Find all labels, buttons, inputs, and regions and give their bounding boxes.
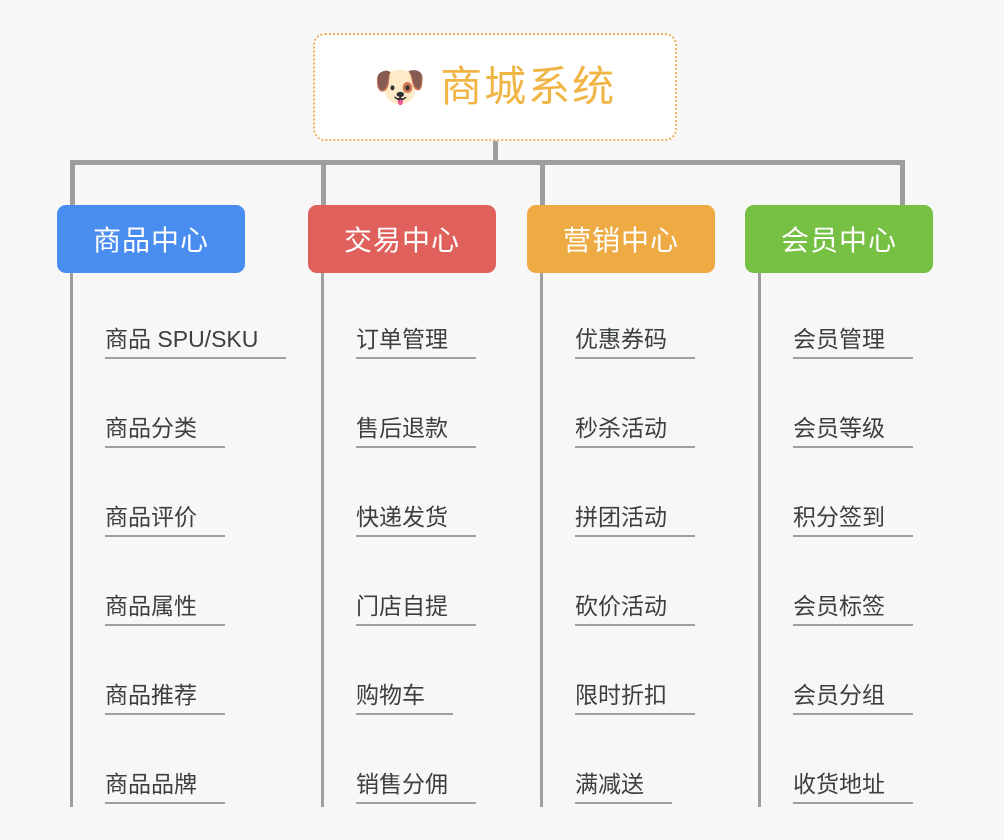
connector-drop-trade-center (321, 160, 326, 205)
list-item[interactable]: 会员标签 (761, 540, 933, 629)
list-item[interactable]: 销售分佣 (324, 718, 496, 807)
list-item[interactable]: 收货地址 (761, 718, 933, 807)
leaf-label: 售后退款 (356, 415, 476, 448)
leaf-label: 商品品牌 (105, 771, 225, 804)
leaf-label: 秒杀活动 (575, 415, 695, 448)
list-item[interactable]: 购物车 (324, 629, 496, 718)
list-item[interactable]: 限时折扣 (543, 629, 715, 718)
list-item[interactable]: 商品评价 (73, 451, 245, 540)
leaf-label: 门店自提 (356, 593, 476, 626)
leaf-label: 优惠券码 (575, 326, 695, 359)
leaf-label: 会员等级 (793, 415, 913, 448)
leaf-label: 会员分组 (793, 682, 913, 715)
leaf-label: 快递发货 (356, 504, 476, 537)
root-node-title: 商城系统 (440, 63, 617, 110)
dog-face-icon: 🐶 (373, 63, 427, 110)
category-header-marketing-center[interactable]: 营销中心 (527, 205, 715, 273)
category-title: 商品中心 (92, 225, 209, 256)
leaf-label: 销售分佣 (356, 771, 476, 804)
branch-member-center: 会员中心 会员管理 会员等级 积分签到 会员标签 会员分组 收货地址 (745, 205, 933, 807)
list-item[interactable]: 积分签到 (761, 451, 933, 540)
category-header-product-center[interactable]: 商品中心 (57, 205, 245, 273)
branch-marketing-center: 营销中心 优惠券码 秒杀活动 拼团活动 砍价活动 限时折扣 满减送 (527, 205, 715, 807)
leaf-label: 商品属性 (105, 593, 225, 626)
list-item[interactable]: 商品 SPU/SKU (73, 273, 287, 362)
branch-product-center: 商品中心 商品 SPU/SKU 商品分类 商品评价 商品属性 商品推荐 商品品牌 (57, 205, 287, 807)
connector-horizontal-bar (70, 160, 905, 165)
leaf-list-product-center: 商品 SPU/SKU 商品分类 商品评价 商品属性 商品推荐 商品品牌 (70, 273, 287, 807)
list-item[interactable]: 商品推荐 (73, 629, 245, 718)
list-item[interactable]: 砍价活动 (543, 540, 715, 629)
leaf-label: 会员管理 (793, 326, 913, 359)
list-item[interactable]: 会员分组 (761, 629, 933, 718)
leaf-label: 订单管理 (356, 326, 476, 359)
connector-drop-member-center (900, 160, 905, 205)
leaf-label: 商品分类 (105, 415, 225, 448)
list-item[interactable]: 门店自提 (324, 540, 496, 629)
list-item[interactable]: 售后退款 (324, 362, 496, 451)
connector-drop-marketing-center (540, 160, 545, 205)
category-header-member-center[interactable]: 会员中心 (745, 205, 933, 273)
leaf-label: 砍价活动 (575, 593, 695, 626)
leaf-list-trade-center: 订单管理 售后退款 快递发货 门店自提 购物车 销售分佣 (321, 273, 496, 807)
leaf-label: 商品 SPU/SKU (105, 326, 287, 359)
list-item[interactable]: 商品属性 (73, 540, 245, 629)
list-item[interactable]: 拼团活动 (543, 451, 715, 540)
leaf-label: 收货地址 (793, 771, 913, 804)
branch-trade-center: 交易中心 订单管理 售后退款 快递发货 门店自提 购物车 销售分佣 (308, 205, 496, 807)
category-title: 会员中心 (780, 225, 897, 256)
leaf-list-marketing-center: 优惠券码 秒杀活动 拼团活动 砍价活动 限时折扣 满减送 (540, 273, 715, 807)
list-item[interactable]: 秒杀活动 (543, 362, 715, 451)
leaf-label: 会员标签 (793, 593, 913, 626)
leaf-label: 积分签到 (793, 504, 913, 537)
leaf-label: 限时折扣 (575, 682, 695, 715)
list-item[interactable]: 优惠券码 (543, 273, 715, 362)
leaf-list-member-center: 会员管理 会员等级 积分签到 会员标签 会员分组 收货地址 (758, 273, 933, 807)
leaf-label: 满减送 (575, 771, 672, 804)
leaf-label: 购物车 (356, 682, 453, 715)
leaf-label: 商品评价 (105, 504, 225, 537)
category-title: 交易中心 (343, 225, 460, 256)
list-item[interactable]: 商品品牌 (73, 718, 245, 807)
leaf-label: 商品推荐 (105, 682, 225, 715)
category-header-trade-center[interactable]: 交易中心 (308, 205, 496, 273)
list-item[interactable]: 快递发货 (324, 451, 496, 540)
root-node-mall-system[interactable]: 🐶 商城系统 (313, 33, 677, 141)
connector-drop-product-center (70, 160, 75, 205)
list-item[interactable]: 会员等级 (761, 362, 933, 451)
list-item[interactable]: 商品分类 (73, 362, 245, 451)
list-item[interactable]: 订单管理 (324, 273, 496, 362)
leaf-label: 拼团活动 (575, 504, 695, 537)
list-item[interactable]: 会员管理 (761, 273, 933, 362)
connector-root-stem (493, 141, 498, 163)
list-item[interactable]: 满减送 (543, 718, 715, 807)
category-title: 营销中心 (562, 225, 679, 256)
